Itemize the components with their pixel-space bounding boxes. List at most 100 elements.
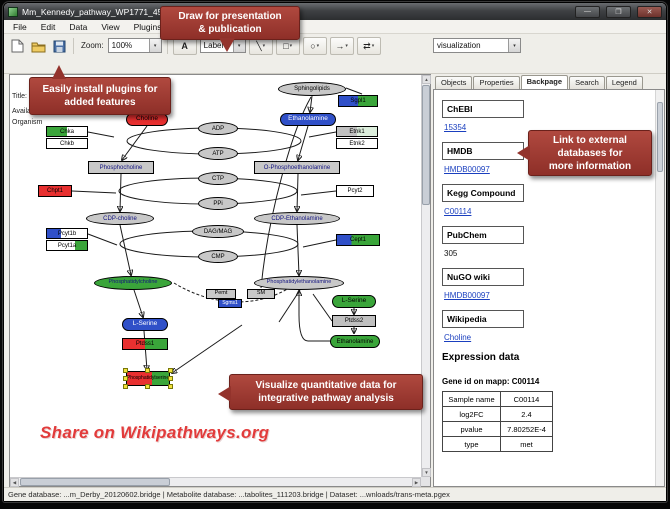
vertical-scrollbar[interactable]: ▲ ▼ <box>421 75 431 477</box>
statusbar: Gene database: ...m_Derby_20120602.bridg… <box>4 487 666 501</box>
pathway-node-pcyt2[interactable]: Pcyt2 <box>336 185 374 197</box>
selection-handle[interactable] <box>145 368 150 373</box>
selection-handle[interactable] <box>168 368 173 373</box>
pathway-node-cept1[interactable]: Cept1 <box>336 234 380 246</box>
menu-file[interactable]: File <box>13 21 27 32</box>
pathway-node-adp[interactable]: ADP <box>198 122 238 135</box>
callout-arrow-left-icon <box>218 386 231 402</box>
selection-handle[interactable] <box>123 368 128 373</box>
pathway-node-dag-mag[interactable]: DAG/MAG <box>192 225 244 238</box>
vertical-scroll-thumb[interactable] <box>422 85 430 205</box>
pathway-node-etnk1[interactable]: Etnk1 <box>336 126 378 137</box>
pathway-node-ptdss2[interactable]: Ptdss2 <box>332 315 376 327</box>
callout-arrow-up-icon <box>52 65 66 79</box>
menu-plugins[interactable]: Plugins <box>133 21 162 32</box>
chevron-down-icon[interactable]: ▾ <box>508 39 520 52</box>
pathway-node-chka[interactable]: Chka <box>46 126 88 137</box>
new-file-button[interactable] <box>8 37 26 55</box>
database-header: ChEBI <box>442 100 524 118</box>
database-link[interactable]: HMDB00097 <box>444 291 490 300</box>
right-panel: Objects Properties Backpage Search Legen… <box>433 74 665 487</box>
menu-edit[interactable]: Edit <box>40 21 56 32</box>
pathway-node-pcyt1b[interactable]: Pcyt1b <box>46 228 88 239</box>
database-header: Kegg Compound <box>442 184 524 202</box>
pathway-node-sm[interactable]: SM <box>247 289 275 299</box>
chevron-down-icon: ▾ <box>316 43 320 49</box>
backpage-scroll-thumb[interactable] <box>657 102 663 172</box>
pathway-organism-label: Organism <box>12 119 43 126</box>
scroll-right-icon[interactable]: ▶ <box>412 478 421 487</box>
callout-line: Visualize quantitative data for <box>255 380 397 391</box>
backpage-scrollbar[interactable] <box>655 90 664 486</box>
tab-properties[interactable]: Properties <box>473 76 520 89</box>
pathway-node-cdp-ethanolamine[interactable]: CDP-Ethanolamine <box>254 212 340 225</box>
pathway-node-chpt1[interactable]: Chpt1 <box>38 185 72 197</box>
pathway-node-chkb[interactable]: Chkb <box>46 138 88 149</box>
scroll-up-icon[interactable]: ▲ <box>422 75 431 84</box>
save-file-button[interactable] <box>50 37 68 55</box>
pathway-node-sgpl1[interactable]: Sgpl1 <box>338 95 378 107</box>
pathway-node-phosphatidylcholine[interactable]: Phosphatidylcholine <box>94 276 172 290</box>
close-button[interactable]: ✕ <box>637 5 662 18</box>
connector-tool-button[interactable]: ⇄ ▾ <box>356 37 381 55</box>
tab-legend[interactable]: Legend <box>605 76 643 89</box>
horizontal-scroll-thumb[interactable] <box>20 478 170 486</box>
pathway-node-sphingolipids[interactable]: Sphingolipids <box>278 82 346 96</box>
selection-handle[interactable] <box>123 384 128 389</box>
horizontal-scrollbar[interactable]: ◀ ▶ <box>10 477 421 487</box>
backpage-section-chebi: ChEBI 15354 <box>442 100 646 132</box>
minimize-button[interactable]: — <box>575 5 600 18</box>
pathway-node-ppi[interactable]: PPi <box>198 197 238 210</box>
zoom-label: Zoom: <box>81 41 104 50</box>
database-link[interactable]: C00114 <box>444 207 472 216</box>
pathway-node-ptdss1[interactable]: Ptdss1 <box>122 338 168 350</box>
chevron-down-icon[interactable]: ▾ <box>148 39 161 52</box>
share-banner: Share on Wikipathways.org <box>40 423 270 442</box>
pathway-node-cmp[interactable]: CMP <box>198 250 238 263</box>
titlebar: Mm_Kennedy_pathway_WP1771_45176.gpml — ❐… <box>4 3 666 20</box>
sidebar-tabs: Objects Properties Backpage Search Legen… <box>433 74 665 89</box>
selection-handle[interactable] <box>168 384 173 389</box>
tab-objects[interactable]: Objects <box>435 76 473 89</box>
pathway-node-phosphocholine[interactable]: Phosphocholine <box>88 161 154 174</box>
zoom-combobox[interactable]: 100% ▾ <box>107 38 162 53</box>
callout-line: more information <box>548 160 632 172</box>
oval-tool-button[interactable]: ○ ▾ <box>302 37 327 55</box>
pathway-node-etnk2[interactable]: Etnk2 <box>336 138 378 149</box>
oval-tool-icon: ○ <box>310 41 316 51</box>
database-link[interactable]: HMDB00097 <box>444 165 490 174</box>
database-link[interactable]: Choline <box>444 333 472 342</box>
pathway-node-pemt[interactable]: Pemt <box>206 289 236 299</box>
menu-view[interactable]: View <box>101 21 120 32</box>
tab-backpage[interactable]: Backpage <box>520 75 569 89</box>
pathway-node-l-serine-left[interactable]: L-Serine <box>122 318 168 331</box>
callout-line: Draw for presentation <box>178 11 282 22</box>
maximize-button[interactable]: ❐ <box>606 5 631 18</box>
pathway-node-ctp[interactable]: CTP <box>198 172 238 185</box>
menu-data[interactable]: Data <box>69 21 88 32</box>
pathway-node-ethanolamine[interactable]: Ethanolamine <box>280 113 336 126</box>
pathway-node-phosphatidylethanolamine[interactable]: Phosphatidylethanolamine <box>254 276 344 290</box>
pathway-node-ethanolamine-right[interactable]: Ethanolamine <box>330 335 380 348</box>
arrow-tool-button[interactable]: → ▾ <box>329 37 354 55</box>
pathway-node-o-phosphoethanolamine[interactable]: O-Phosphoethanolamine <box>254 161 340 174</box>
scroll-left-icon[interactable]: ◀ <box>10 478 19 487</box>
app-icon <box>8 6 18 17</box>
selection-handle[interactable] <box>123 375 128 381</box>
connector-tool-icon: ⇄ <box>363 40 371 51</box>
database-link[interactable]: 15354 <box>444 123 467 132</box>
pathway-node-pcyt1a[interactable]: Pcyt1a <box>46 240 88 251</box>
tab-search[interactable]: Search <box>569 76 605 89</box>
pathway-node-atp[interactable]: ATP <box>198 147 238 160</box>
visualization-combobox[interactable]: visualization ▾ <box>433 38 521 53</box>
pathway-node-sgms1[interactable]: Sgms1 <box>218 299 242 308</box>
pathway-node-l-serine-right[interactable]: L-Serine <box>332 295 376 308</box>
pathway-node-cdp-choline[interactable]: CDP-choline <box>86 212 154 225</box>
selection-handle[interactable] <box>145 384 150 389</box>
open-file-button[interactable] <box>29 37 47 55</box>
selection-handle[interactable] <box>168 375 173 381</box>
scroll-down-icon[interactable]: ▼ <box>422 468 431 477</box>
